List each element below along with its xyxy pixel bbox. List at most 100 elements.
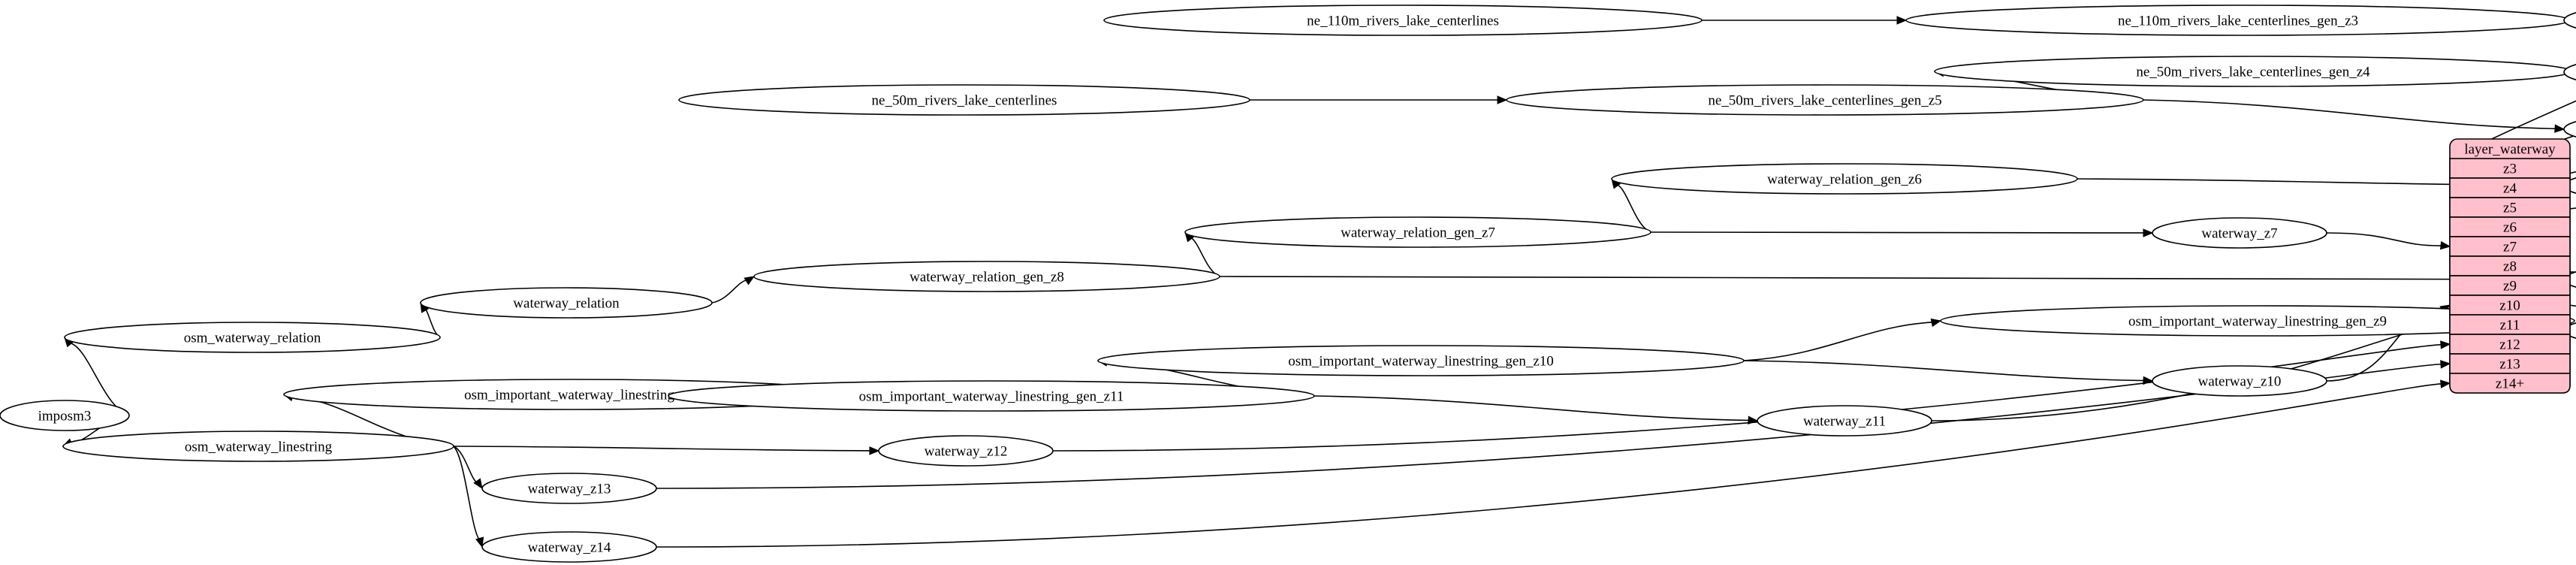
- edge-arrowhead-icon: [744, 276, 756, 286]
- node-ellipse: [1611, 163, 2078, 195]
- legend-cell-bg: [2449, 236, 2571, 257]
- graph-edge: [2143, 99, 2558, 130]
- node-ellipse: [1905, 5, 2571, 36]
- node-ellipse: [2152, 365, 2327, 397]
- legend-cell-bg: [2449, 295, 2571, 316]
- legend-cell-bg: [2449, 158, 2571, 179]
- legend-row-z12[interactable]: z12: [2449, 334, 2571, 355]
- node-ellipse: [1940, 305, 2575, 337]
- graph-edge: [453, 446, 873, 452]
- edge-arrowhead-icon: [869, 446, 880, 455]
- graph-node-ne_110m_rivers_lake_centerlines[interactable]: ne_110m_rivers_lake_centerlines: [1103, 5, 1703, 36]
- legend-cell-bg: [2449, 197, 2571, 218]
- graph-node-ne_50m_rivers_lake_centerlines_gen_z5[interactable]: ne_50m_rivers_lake_centerlines_gen_z5: [1506, 84, 2144, 116]
- graph-node-waterway_z13[interactable]: waterway_z13: [481, 473, 657, 504]
- graph-node-waterway_z5[interactable]: waterway_z5: [2563, 114, 2576, 144]
- node-ellipse: [2563, 121, 2576, 137]
- node-ellipse: [62, 431, 454, 462]
- graph-node-ne_50m_rivers_lake_centerlines[interactable]: ne_50m_rivers_lake_centerlines: [678, 84, 1250, 116]
- graph-edge: [453, 446, 481, 542]
- node-ellipse: [2563, 12, 2576, 29]
- legend-row-z13[interactable]: z13: [2449, 353, 2571, 374]
- node-ellipse: [1934, 56, 2572, 87]
- graph-node-ne_50m_rivers_lake_centerlines_gen_z4[interactable]: ne_50m_rivers_lake_centerlines_gen_z4: [1934, 56, 2572, 87]
- graph-edge: [656, 383, 2444, 548]
- edge-arrowhead-icon: [475, 536, 484, 548]
- graph-node-osm_waterway_relation[interactable]: osm_waterway_relation: [64, 322, 441, 353]
- graph-node-waterway_z11[interactable]: waterway_z11: [1757, 405, 1932, 437]
- node-ellipse: [2563, 64, 2576, 80]
- graph-node-osm_important_waterway_linestring_gen_z11[interactable]: osm_important_waterway_linestring_gen_z1…: [668, 380, 1315, 412]
- legend-row-z14plus[interactable]: z14+: [2449, 373, 2571, 394]
- node-ellipse: [1097, 345, 1745, 376]
- legend-row-z4[interactable]: z4: [2449, 177, 2571, 198]
- graph-edge: [1743, 321, 1935, 361]
- legend-row-z10[interactable]: z10: [2449, 295, 2571, 316]
- legend-row-z8[interactable]: z8: [2449, 255, 2571, 276]
- edge-arrowhead-icon: [1497, 95, 1508, 104]
- legend-cell-bg: [2449, 177, 2571, 198]
- legend-cell-bg: [2449, 353, 2571, 374]
- graph-edge: [2326, 232, 2444, 246]
- edge-arrowhead-icon: [473, 478, 483, 490]
- node-ellipse: [481, 531, 657, 563]
- edge-arrowhead-icon: [2439, 240, 2451, 250]
- edge-arrowhead-icon: [2143, 228, 2154, 237]
- legend-row-z11[interactable]: z11: [2449, 314, 2571, 335]
- graph-edge: [1219, 276, 2558, 280]
- graph-edge: [711, 279, 749, 304]
- graph-node-waterway_z4[interactable]: waterway_z4: [2563, 57, 2576, 87]
- edge-arrowhead-icon: [2440, 379, 2451, 388]
- edge-arrowhead-icon: [1930, 318, 1942, 328]
- graph-node-osm_important_waterway_linestring_gen_z10[interactable]: osm_important_waterway_linestring_gen_z1…: [1097, 345, 1745, 376]
- graph-node-osm_waterway_linestring[interactable]: osm_waterway_linestring: [62, 431, 454, 462]
- edge-arrowhead-icon: [2440, 340, 2451, 349]
- legend-row-z7[interactable]: z7: [2449, 236, 2571, 257]
- graph-edge: [1650, 231, 2146, 234]
- graph-node-waterway_z12[interactable]: waterway_z12: [878, 435, 1054, 467]
- graph-edge: [1052, 343, 2444, 452]
- node-ellipse: [753, 261, 1220, 292]
- legend-row-z9[interactable]: z9: [2449, 275, 2571, 296]
- legend-table: layer_waterwayz3z4z5z6z7z8z9z10z11z12z13…: [2449, 138, 2571, 394]
- node-ellipse: [668, 380, 1315, 412]
- edge-arrowhead-icon: [1896, 16, 1908, 25]
- nodes-layer: imposm3 osm_waterway_relation osm_waterway…: [0, 5, 2576, 563]
- node-ellipse: [64, 322, 441, 353]
- node-ellipse: [1103, 5, 1703, 36]
- node-ellipse: [1757, 405, 1932, 437]
- node-ellipse: [2152, 217, 2327, 249]
- graph-edge: [1314, 395, 1751, 421]
- legend-row-z6[interactable]: z6: [2449, 216, 2571, 237]
- graph-node-waterway_relation_gen_z8[interactable]: waterway_relation_gen_z8: [753, 261, 1220, 292]
- legend-row-z5[interactable]: z5: [2449, 197, 2571, 218]
- graph-node-waterway_z10[interactable]: waterway_z10: [2152, 365, 2327, 397]
- node-ellipse: [1184, 216, 1651, 248]
- node-ellipse: [1506, 84, 2144, 116]
- legend-cell-bg: [2449, 373, 2571, 394]
- graph-node-waterway_z3[interactable]: waterway_z3: [2563, 5, 2576, 35]
- legend-cell-bg: [2449, 334, 2571, 355]
- graph-node-imposm3[interactable]: imposm3: [0, 400, 130, 431]
- node-ellipse: [678, 84, 1250, 116]
- graph-node-waterway_z14[interactable]: waterway_z14: [481, 531, 657, 563]
- legend-cell-bg: [2449, 255, 2571, 276]
- graph-node-ne_110m_rivers_lake_centerlines_gen_z3[interactable]: ne_110m_rivers_lake_centerlines_gen_z3: [1905, 5, 2571, 36]
- graph-node-waterway_z7[interactable]: waterway_z7: [2152, 217, 2327, 249]
- legend-cell-bg: [2449, 216, 2571, 237]
- graph-node-waterway_relation[interactable]: waterway_relation: [420, 287, 713, 319]
- legend-cell-bg: [2449, 314, 2571, 335]
- legend-cell-bg: [2449, 275, 2571, 296]
- graph-node-waterway_relation_gen_z6[interactable]: waterway_relation_gen_z6: [1611, 163, 2078, 195]
- graph-node-waterway_relation_gen_z7[interactable]: waterway_relation_gen_z7: [1184, 216, 1651, 248]
- graph-edge: [1743, 360, 2146, 382]
- edges-layer: [62, 16, 2576, 548]
- legend-row-z3[interactable]: z3: [2449, 158, 2571, 179]
- node-ellipse: [0, 400, 130, 431]
- node-ellipse: [420, 287, 713, 319]
- node-ellipse: [481, 473, 657, 504]
- edge-arrowhead-icon: [2440, 360, 2451, 369]
- edge-arrowhead-icon: [2554, 124, 2565, 133]
